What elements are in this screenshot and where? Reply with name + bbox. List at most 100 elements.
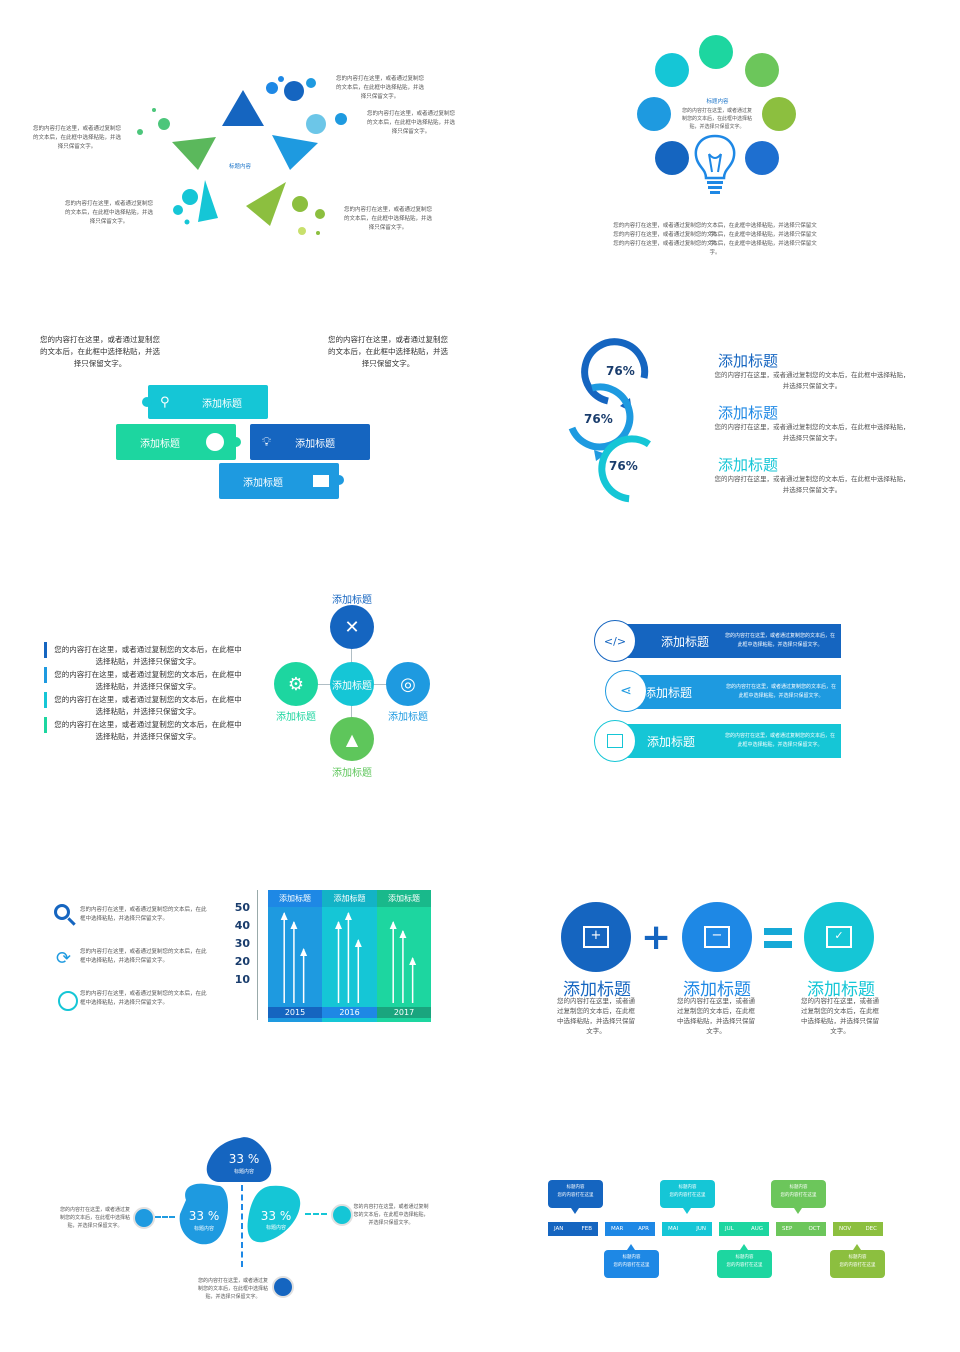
banner-text-2: 您的内容打在这里，或者通过复制您的文本后，在此框中选择粘贴，并选择只保留文字。 bbox=[726, 684, 837, 699]
bulb-bottom-text-2: 您的内容打在这里，或者通过复制您的文本后，在此框中选择粘贴，并选择只保留文字。 bbox=[613, 232, 817, 247]
eq-desc-1: 您的内容打在这里，或者通过复制您的文本后，在此框中选择粘贴，并选择只保留文字。 bbox=[557, 997, 635, 1035]
star-text-top: 您的内容打在这里，或者通过复制您的文本后，在此框中选择粘贴，并选择只保留文字。 bbox=[335, 76, 424, 100]
equals-icon-bar bbox=[764, 941, 792, 948]
blob-text-bottom: 您的内容打在这里，或者通过复制您的文本后，在此框中选择粘贴，并选择只保留文字。 bbox=[197, 1278, 268, 1300]
cross-text-3: 您的内容打在这里，或者通过复制您的文本后，在此框中选择粘贴，并选择只保留文字。 bbox=[54, 695, 242, 716]
cross-center-label: 添加标题 bbox=[332, 681, 372, 692]
bullet-bar bbox=[44, 692, 47, 708]
star-center-label: 标题内容 bbox=[228, 164, 251, 170]
eq-desc-2: 您的内容打在这里，或者通过复制您的文本后，在此框中选择粘贴，并选择只保留文字。 bbox=[677, 997, 755, 1035]
cross-text-4: 您的内容打在这里，或者通过复制您的文本后，在此框中选择粘贴，并选择只保留文字。 bbox=[54, 720, 242, 741]
eq-heading-1: 添加标题 bbox=[563, 980, 631, 1000]
y-tick-label: 40 bbox=[234, 919, 250, 932]
callout-4: 标题内容您的内容打在这里 bbox=[717, 1250, 772, 1278]
star-text-left: 您的内容打在这里，或者通过复制您的文本后，在此框中选择粘贴，并选择只保留文字。 bbox=[32, 126, 121, 150]
month-label: JAN bbox=[554, 1226, 564, 1232]
month-label: AUG bbox=[750, 1226, 763, 1232]
cross-center bbox=[330, 662, 374, 706]
location-pin-icon: ⚲ bbox=[160, 394, 170, 410]
percent-3: 76% bbox=[609, 459, 638, 473]
month-label: NOV bbox=[839, 1226, 852, 1232]
column-title-1: 添加标题 bbox=[268, 890, 322, 907]
blob-shapes bbox=[179, 1137, 301, 1245]
circle bbox=[762, 97, 796, 131]
bullet-bar bbox=[44, 667, 47, 683]
chart-arrow-head bbox=[290, 921, 298, 929]
callout-title: 标题内容 bbox=[678, 1185, 697, 1190]
chart-arrow-head bbox=[300, 948, 308, 956]
banner-row-3[interactable]: 添加标题 您的内容打在这里，或者通过复制您的文本后，在此框中选择粘贴，并选择只保… bbox=[615, 724, 841, 758]
column-title-2: 添加标题 bbox=[322, 890, 377, 907]
banner-text-1: 您的内容打在这里，或者通过复制您的文本后，在此框中选择粘贴，并选择只保留文字。 bbox=[725, 633, 836, 648]
circle bbox=[699, 35, 733, 69]
ring-heading-3: 添加标题 bbox=[718, 456, 779, 474]
blob-text-right: 您的内容打在这里，或者通过复制您的文本后，在此框中选择粘贴，并选择只保留文字。 bbox=[353, 1204, 429, 1226]
chart-arrows bbox=[280, 912, 417, 1003]
callout-text: 您的内容打在这里 bbox=[613, 1263, 650, 1268]
browser-icon bbox=[594, 720, 636, 762]
list-text-2: 您的内容打在这里，或者通过复制您的文本后，在此框中选择粘贴，并选择只保留文字。 bbox=[80, 949, 207, 964]
ring-heading-2: 添加标题 bbox=[718, 404, 779, 422]
callout-title: 标题内容 bbox=[848, 1255, 867, 1260]
check-window-icon: ✓ bbox=[804, 902, 874, 972]
gear-icon[interactable]: ⚙ bbox=[274, 662, 318, 706]
chart-arrow-head bbox=[354, 939, 362, 947]
lightbulb-icon: 💡︎ bbox=[262, 434, 272, 450]
callout-text: 您的内容打在这里 bbox=[669, 1193, 706, 1198]
lightbulb-icon bbox=[694, 134, 736, 194]
puzzle-button-2[interactable]: 添加标题 bbox=[116, 424, 236, 460]
banner-text-3: 您的内容打在这里，或者通过复制您的文本后，在此框中选择粘贴，并选择只保留文字。 bbox=[725, 733, 836, 748]
puzzle-button-3[interactable]: 💡︎ 添加标题 bbox=[250, 424, 370, 460]
bullet-bar bbox=[44, 717, 47, 733]
month-label: FEB bbox=[581, 1226, 592, 1232]
ring-desc-2: 您的内容打在这里，或者通过复制您的文本后，在此框中选择粘贴，并选择只保留文字。 bbox=[714, 423, 910, 442]
eq-heading-2: 添加标题 bbox=[683, 980, 751, 1000]
list-text-3: 您的内容打在这里，或者通过复制您的文本后，在此框中选择粘贴，并选择只保留文字。 bbox=[80, 991, 207, 1006]
month-block-1: JAN FEB bbox=[548, 1222, 598, 1236]
bulb-bottom-text-3: 您的内容打在这里，或者通过复制您的文本后，在此框中选择粘贴，并选择只保留文字。 bbox=[613, 241, 817, 256]
search-icon bbox=[54, 904, 70, 920]
chart-arrow-head bbox=[409, 957, 417, 965]
y-tick-label: 50 bbox=[234, 901, 250, 914]
month-label: MAI bbox=[668, 1226, 679, 1232]
blob-top-sub: 标题内容 bbox=[233, 1169, 254, 1175]
puzzle-button-2-label: 添加标题 bbox=[140, 438, 180, 450]
cross-right-label: 添加标题 bbox=[388, 712, 428, 723]
graduation-cap-icon[interactable]: ▲ bbox=[330, 717, 374, 761]
puzzle-button-1[interactable]: ⚲ 添加标题 bbox=[148, 385, 268, 419]
puzzle-button-4[interactable]: 添加标题 bbox=[219, 463, 339, 499]
month-label: SEP bbox=[782, 1226, 793, 1232]
chart-col-bg-1 bbox=[268, 890, 322, 1022]
banner-row-1[interactable]: 添加标题 您的内容打在这里，或者通过复制您的文本后，在此框中选择粘贴，并选择只保… bbox=[615, 624, 841, 658]
banner-row-2[interactable]: 添加标题 您的内容打在这里，或者通过复制您的文本后，在此框中选择粘贴，并选择只保… bbox=[632, 675, 841, 709]
code-icon: </> bbox=[594, 620, 636, 662]
bulb-center-text: 您的内容打在这里，或者通过复制您的文本后，在此框中选择粘贴，并选择只保留文字。 bbox=[681, 108, 752, 130]
star-diagram bbox=[137, 76, 347, 235]
month-label: JUL bbox=[725, 1226, 734, 1232]
chart-arrow-head bbox=[389, 921, 397, 929]
chart-arrow-head bbox=[280, 912, 288, 920]
callout-title: 标题内容 bbox=[566, 1185, 585, 1190]
callout-text: 您的内容打在这里 bbox=[557, 1193, 594, 1198]
blob-left-value: 33 % bbox=[188, 1209, 220, 1223]
plus-icon: + bbox=[641, 917, 672, 958]
chart-axis bbox=[257, 890, 258, 1020]
callout-6: 标题内容您的内容打在这里 bbox=[830, 1250, 885, 1278]
lifebuoy-icon[interactable]: ◎ bbox=[386, 662, 430, 706]
puzzle-knob bbox=[231, 437, 241, 447]
dashed-line bbox=[241, 1185, 243, 1267]
shop-icon bbox=[313, 475, 329, 487]
marker-dot bbox=[272, 1276, 294, 1298]
category-label-3: 2017 bbox=[377, 1007, 431, 1018]
percent-1: 76% bbox=[606, 364, 635, 378]
category-label-1: 2015 bbox=[268, 1007, 322, 1018]
ring-desc-1: 您的内容打在这里，或者通过复制您的文本后，在此框中选择粘贴，并选择只保留文字。 bbox=[714, 371, 910, 390]
blob-left-sub: 标题内容 bbox=[193, 1226, 214, 1232]
chart-col-bg-2 bbox=[322, 890, 377, 1022]
month-label: DEC bbox=[865, 1226, 877, 1232]
tools-icon[interactable]: ✕ bbox=[330, 605, 374, 649]
circle bbox=[745, 141, 779, 175]
